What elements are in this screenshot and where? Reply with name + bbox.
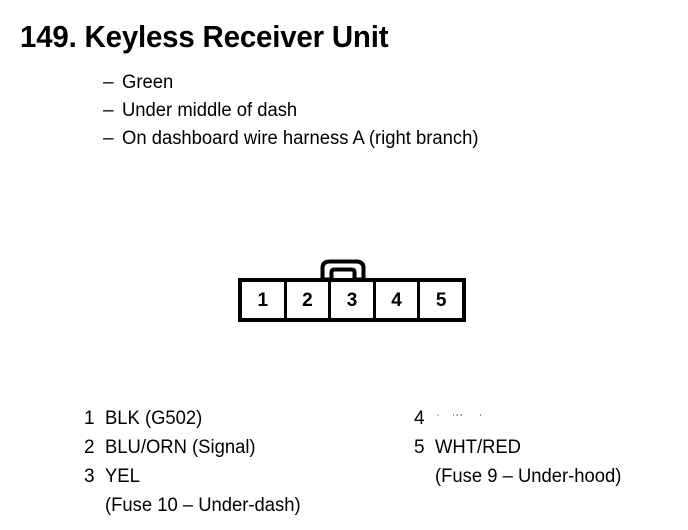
- legend-item: 5 WHT/RED: [414, 433, 688, 462]
- dash-icon: –: [103, 128, 114, 149]
- legend-pin-number: 2: [84, 437, 95, 458]
- dash-icon: –: [103, 72, 114, 93]
- legend-pin-label-illegible: [435, 405, 503, 424]
- dash-icon: –: [103, 100, 114, 121]
- description-item-harness: – On dashboard wire harness A (right bra…: [103, 125, 663, 153]
- connector-diagram: 1 2 3 4 5: [238, 258, 470, 326]
- legend-item: 4: [414, 404, 688, 433]
- legend-item: 1 BLK (G502): [84, 404, 404, 433]
- description-item-label: Green: [122, 72, 174, 93]
- pin-cell-3: 3: [331, 282, 376, 318]
- legend-pin-label: WHT/RED: [435, 437, 521, 458]
- pin-number: 5: [435, 289, 447, 311]
- legend-pin-label: BLU/ORN (Signal): [105, 437, 256, 458]
- pin-number: 2: [302, 289, 313, 311]
- pin-legend: 1 BLK (G502) 2 BLU/ORN (Signal) 3 YEL (F…: [0, 404, 688, 530]
- pin-number: 4: [391, 289, 402, 311]
- pin-cell-5: 5: [420, 282, 462, 318]
- pin-legend-left-column: 1 BLK (G502) 2 BLU/ORN (Signal) 3 YEL (F…: [84, 404, 404, 520]
- legend-item: 3 YEL: [84, 462, 404, 491]
- pin-legend-right-column: 4 5 WHT/RED (Fuse 9 – Under-hood): [414, 404, 688, 491]
- pin-cell-4: 4: [376, 282, 421, 318]
- legend-pin-number: 1: [84, 408, 95, 429]
- description-item-color: – Green: [103, 69, 663, 97]
- page-title: 149. Keyless Receiver Unit: [20, 19, 389, 54]
- pin-cell-1: 1: [242, 282, 287, 318]
- legend-pin-number: 4: [414, 408, 425, 429]
- legend-pin-number: 5: [414, 437, 425, 458]
- description-item-label: On dashboard wire harness A (right branc…: [122, 128, 479, 149]
- legend-pin-number: 3: [84, 466, 95, 487]
- description-item-location: – Under middle of dash: [103, 97, 663, 125]
- legend-pin-label: BLK (G502): [105, 408, 203, 429]
- legend-pin-sublabel: (Fuse 9 – Under-hood): [435, 466, 622, 487]
- connector-body: 1 2 3 4 5: [238, 278, 466, 322]
- pin-cell-2: 2: [287, 282, 332, 318]
- description-list: – Green – Under middle of dash – On dash…: [103, 69, 663, 153]
- legend-pin-sublabel: (Fuse 10 – Under-dash): [105, 495, 301, 516]
- legend-item: 2 BLU/ORN (Signal): [84, 433, 404, 462]
- pin-number: 3: [346, 289, 358, 311]
- description-item-label: Under middle of dash: [122, 100, 298, 121]
- legend-pin-label: YEL: [105, 466, 140, 487]
- pin-number: 1: [257, 289, 269, 311]
